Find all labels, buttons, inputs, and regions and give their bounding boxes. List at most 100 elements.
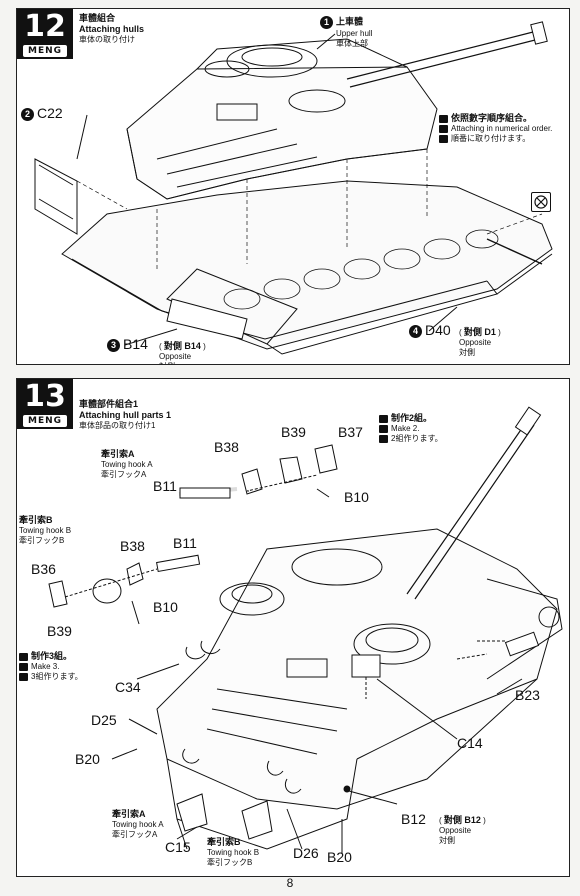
number-1-icon: 1 xyxy=(320,16,333,29)
step-12-title-jp: 車体の取り付け xyxy=(79,35,135,44)
label-b39-a: B39 xyxy=(281,424,306,440)
hook-b-en: Towing hook B xyxy=(19,526,72,535)
note-cn: 依照數字順序組合。 xyxy=(451,113,533,123)
label-b20-a: B20 xyxy=(75,751,100,767)
step-13-title: 車體部件組合1 Attaching hull parts 1 車体部品の取り付け… xyxy=(79,399,171,431)
part-code-c22: C22 xyxy=(37,105,63,121)
label-b20-b: B20 xyxy=(327,849,352,865)
hook-a-cn: 牽引索A xyxy=(101,449,135,459)
towing-hook-b-note: 牽引索B Towing hook B 牽引フックB xyxy=(19,515,71,546)
step-12-title: 車體組合 Attaching hulls 車体の取り付け xyxy=(79,13,144,45)
make2-jp: 2組作ります。 xyxy=(391,434,443,443)
label-b38-b: B38 xyxy=(120,538,145,554)
cn-flag-icon xyxy=(19,652,28,661)
b14-opposite-note: ( 對側 B14 ) Opposite 対側 xyxy=(159,341,206,364)
upper-hull-en: Upper hull xyxy=(336,29,373,38)
hook-a-en: Towing hook A xyxy=(101,460,153,469)
no-glue-icon xyxy=(531,192,551,212)
b14-opposite-en: Opposite xyxy=(159,352,192,361)
upper-hull-cn: 上車體 xyxy=(336,16,364,27)
label-b38-a: B38 xyxy=(214,439,239,455)
towing-hook-b-bottom-note: 牽引索B Towing hook B 牽引フックB xyxy=(207,837,259,868)
step-13-number-text: 13 xyxy=(24,379,66,414)
hook-b-cn: 牽引索B xyxy=(19,515,53,525)
en-flag-icon xyxy=(439,124,448,133)
b14-opposite-cn: 對側 B14 xyxy=(163,341,201,351)
b12-opposite-en: Opposite xyxy=(439,826,472,835)
jp-flag-icon xyxy=(19,672,28,681)
en-flag-icon xyxy=(19,662,28,671)
number-3-icon: 3 xyxy=(107,338,120,352)
jp-flag-icon xyxy=(379,434,388,443)
step-13-title-jp: 車体部品の取り付け1 xyxy=(79,421,156,430)
hook-a-jp: 牽引フックA xyxy=(101,470,147,479)
hull-parts-illustration xyxy=(48,406,563,854)
step-13-panel: 13 MENG 車體部件組合1 Attaching hull parts 1 車… xyxy=(16,378,570,877)
d40-opposite-en: Opposite xyxy=(459,338,492,347)
towing-hook-a-note: 牽引索A Towing hook A 牽引フックA xyxy=(101,449,153,480)
numerical-order-note: 依照數字順序組合。 Attaching in numerical order. … xyxy=(439,113,552,144)
step-12-title-en: Attaching hulls xyxy=(79,24,144,34)
towing-hook-a-bottom-note: 牽引索A Towing hook A 牽引フックA xyxy=(112,809,164,840)
hook-b2-en: Towing hook B xyxy=(207,848,260,857)
make3-cn: 制作3組。 xyxy=(31,651,73,661)
make2-en: Make 2. xyxy=(391,424,420,433)
step-13-title-cn: 車體部件組合1 xyxy=(79,399,139,409)
hull-assembly-illustration xyxy=(34,21,553,355)
step-12-number: 12 MENG xyxy=(17,9,73,59)
meng-logo: MENG xyxy=(23,45,67,57)
number-2-icon: 2 xyxy=(21,107,34,121)
label-c14: C14 xyxy=(457,735,483,751)
step-13-title-en: Attaching hull parts 1 xyxy=(79,410,172,420)
hook-a2-cn: 牽引索A xyxy=(112,809,146,819)
label-b39-b: B39 xyxy=(47,623,72,639)
hook-b2-jp: 牽引フックB xyxy=(207,858,253,867)
number-4-icon: 4 xyxy=(409,324,422,338)
hook-a2-jp: 牽引フックA xyxy=(112,830,158,839)
label-b11-b: B11 xyxy=(173,535,197,551)
part-code-d40: D40 xyxy=(425,322,451,338)
label-b10-a: B10 xyxy=(344,489,369,505)
hook-a2-en: Towing hook A xyxy=(112,820,164,829)
b12-opposite-jp: 対側 xyxy=(439,836,455,845)
step-12-number-text: 12 xyxy=(24,9,66,44)
page-number: 8 xyxy=(286,876,294,890)
make3-en: Make 3. xyxy=(31,662,60,671)
make2-cn: 制作2組。 xyxy=(391,413,433,423)
label-b11-a: B11 xyxy=(153,478,177,494)
note-jp: 順番に取り付けます。 xyxy=(451,134,531,143)
label-b23: B23 xyxy=(515,687,540,703)
step-12-panel: 12 MENG 車體組合 Attaching hulls 車体の取り付け xyxy=(16,8,570,365)
label-b10-b: B10 xyxy=(153,599,178,615)
label-b37: B37 xyxy=(338,424,363,440)
label-d25: D25 xyxy=(91,712,117,728)
d40-opposite-jp: 対側 xyxy=(459,348,475,357)
label-b36: B36 xyxy=(31,561,56,577)
label-b12: B12 xyxy=(401,811,426,827)
label-c34: C34 xyxy=(115,679,141,695)
upper-hull-jp: 車体上部 xyxy=(336,39,368,48)
d40-opposite-note: ( 對側 D1 ) Opposite 対側 xyxy=(459,327,501,357)
label-c15: C15 xyxy=(165,839,191,855)
part-code-b14: B14 xyxy=(123,336,148,352)
b12-opposite-cn: 對側 B12 xyxy=(443,815,481,825)
make3-jp: 3組作ります。 xyxy=(31,672,83,681)
make-3-note: 制作3組。 Make 3. 3組作ります。 xyxy=(19,651,83,682)
b14-opposite-jp: 対側 xyxy=(159,362,206,364)
meng-logo: MENG xyxy=(23,415,67,427)
cn-flag-icon xyxy=(439,114,448,123)
d40-opposite-cn: 對側 D1 xyxy=(463,327,496,337)
step-13-number: 13 MENG xyxy=(17,379,73,429)
note-en: Attaching in numerical order. xyxy=(451,124,553,133)
cn-flag-icon xyxy=(379,414,388,423)
label-d26: D26 xyxy=(293,845,319,861)
step-12-title-cn: 車體組合 xyxy=(79,13,116,23)
hook-b2-cn: 牽引索B xyxy=(207,837,241,847)
hook-b-jp: 牽引フックB xyxy=(19,536,65,545)
make-2-note: 制作2組。 Make 2. 2組作ります。 xyxy=(379,413,443,444)
en-flag-icon xyxy=(379,424,388,433)
